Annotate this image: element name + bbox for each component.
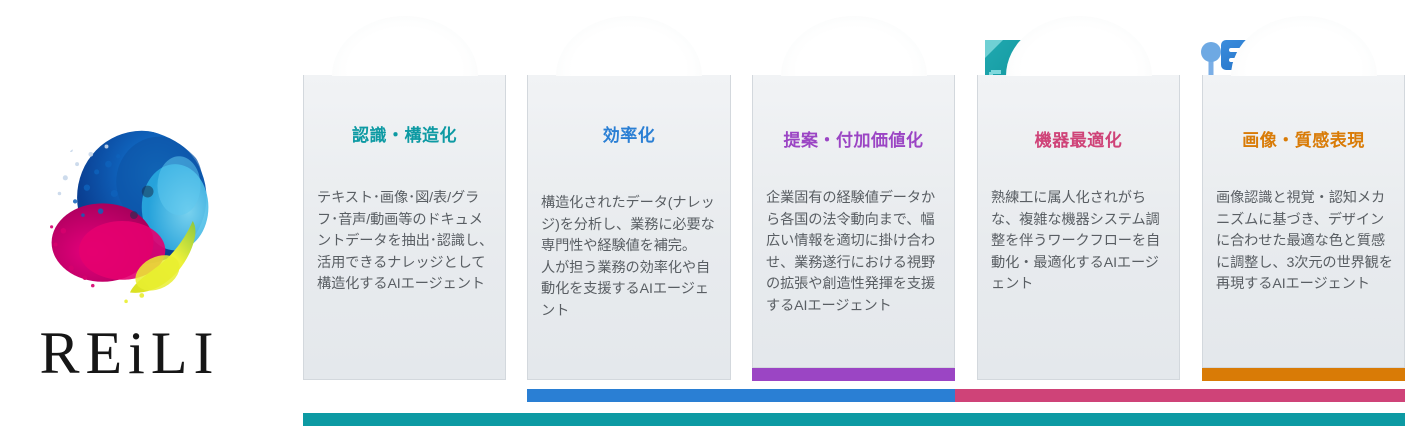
bar-pink <box>917 389 1405 402</box>
card-2-body: 構造化されたデータ(ナレッジ)を分析し、業務に必要な専門性や経験値を補完。 人が… <box>541 195 715 319</box>
card-3-title: 提案・付加価値化 <box>783 131 924 150</box>
card-3-body: 企業固有の経験値データから各国の法令動向まで、幅広い情報を適切に掛け合わせ、業務… <box>766 190 936 314</box>
card-4-dome <box>1006 16 1152 76</box>
card-1-dome <box>332 16 478 76</box>
card-4-body: 熟練工に属人化されがちな、複雑な機器システム調整を伴うワークフローを自動化・最適… <box>991 190 1161 293</box>
card-image-texture-expression[interactable] <box>1202 75 1405 368</box>
card-5-dome <box>1231 16 1377 76</box>
lightbulb-insight-icon <box>1414 18 1428 118</box>
card-recognition-structuring[interactable] <box>303 75 506 380</box>
bar-purple <box>752 368 955 381</box>
reili-wordmark: REiLI <box>39 320 220 386</box>
bar-orange <box>1202 368 1405 381</box>
card-4-title: 機器最適化 <box>1034 131 1123 150</box>
card-1-title: 認識・構造化 <box>352 126 457 145</box>
card-efficiency[interactable] <box>527 75 731 380</box>
card-5-body: 画像認識と視覚・認知メカニズムに基づき、デザインに合わせた最適な色と質感に調整し… <box>1216 190 1393 293</box>
card-2-dome <box>556 16 702 76</box>
bar-teal <box>303 413 1405 426</box>
bar-blue <box>527 389 955 402</box>
card-1-body: テキスト･画像･図/表/グラフ･音声/動画等のドキュメントデータを抽出･認識し、… <box>317 190 494 293</box>
card-equipment-optimization[interactable] <box>977 75 1180 380</box>
card-2-title: 効率化 <box>602 126 656 145</box>
reili-logo-mark <box>32 121 228 317</box>
reili-logo-panel: REiLI <box>14 113 245 405</box>
card-proposal-value-add[interactable] <box>752 75 955 368</box>
card-3-dome <box>781 16 927 76</box>
card-5-title: 画像・質感表現 <box>1242 131 1365 150</box>
